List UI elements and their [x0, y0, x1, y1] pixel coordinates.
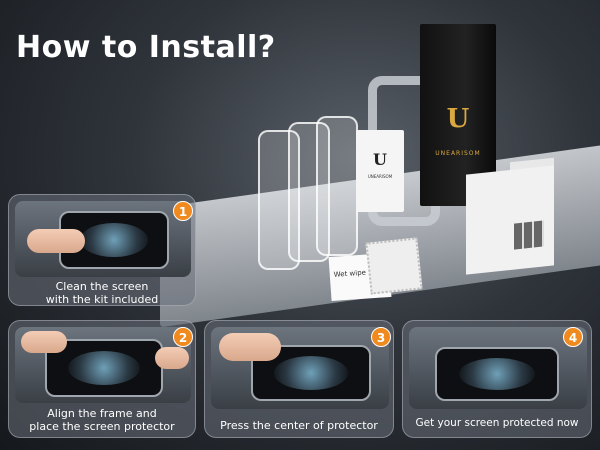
- hand-image: [27, 229, 85, 253]
- step-4-photo: [409, 327, 587, 409]
- wet-wipe-label: Wet wipe: [333, 268, 367, 279]
- step-1-number-badge: 1: [173, 201, 193, 221]
- phone-image: [435, 347, 559, 401]
- step-1-caption-line2: with the kit included: [45, 293, 159, 306]
- step-2-caption: Align the frame and place the screen pro…: [9, 407, 195, 433]
- step-3-photo: [211, 327, 389, 409]
- brand-card: U UNEARISOM: [356, 130, 404, 212]
- cleaning-cloth: [365, 237, 423, 295]
- card-logo-icon: U: [373, 150, 387, 169]
- step-4-caption: Get your screen protected now: [403, 417, 591, 430]
- step-1-photo: [15, 201, 191, 277]
- card-brand-name: UNEARISOM: [367, 174, 393, 179]
- step-2-caption-line2: place the screen protector: [29, 420, 175, 433]
- hand-image: [155, 347, 189, 369]
- step-3-panel: 3 Press the center of protector: [204, 320, 394, 438]
- screen-protector-glass: [258, 130, 300, 270]
- step-2-number-badge: 2: [173, 327, 193, 347]
- step-3-caption-line1: Press the center of protector: [220, 419, 378, 432]
- step-2-panel: 2 Align the frame and place the screen p…: [8, 320, 196, 438]
- box-brand-name: UNEARISOM: [435, 150, 481, 157]
- step-2-photo: [15, 327, 191, 403]
- phone-image: [59, 211, 169, 269]
- step-3-caption: Press the center of protector: [205, 419, 393, 432]
- screen-protector-glass: [316, 116, 358, 256]
- product-scene: U UNEARISOM U UNEARISOM Wet wipe: [0, 0, 600, 330]
- step-1-caption: Clean the screen with the kit included: [9, 280, 195, 306]
- screen-protector-glass: [288, 122, 330, 262]
- step-4-number-badge: 4: [563, 327, 583, 347]
- step-1-caption-line1: Clean the screen: [55, 280, 149, 293]
- instruction-manual: [466, 165, 554, 275]
- page-title: How to Install?: [16, 30, 276, 65]
- step-4-caption-line1: Get your screen protected now: [415, 417, 579, 429]
- brand-logo-icon: U: [446, 104, 470, 134]
- step-1-panel: 1 Clean the screen with the kit included: [8, 194, 196, 306]
- step-2-caption-line1: Align the frame and: [47, 407, 157, 420]
- hand-image: [21, 331, 67, 353]
- hand-image: [219, 333, 281, 361]
- step-4-panel: 4 Get your screen protected now: [402, 320, 592, 438]
- step-3-number-badge: 3: [371, 327, 391, 347]
